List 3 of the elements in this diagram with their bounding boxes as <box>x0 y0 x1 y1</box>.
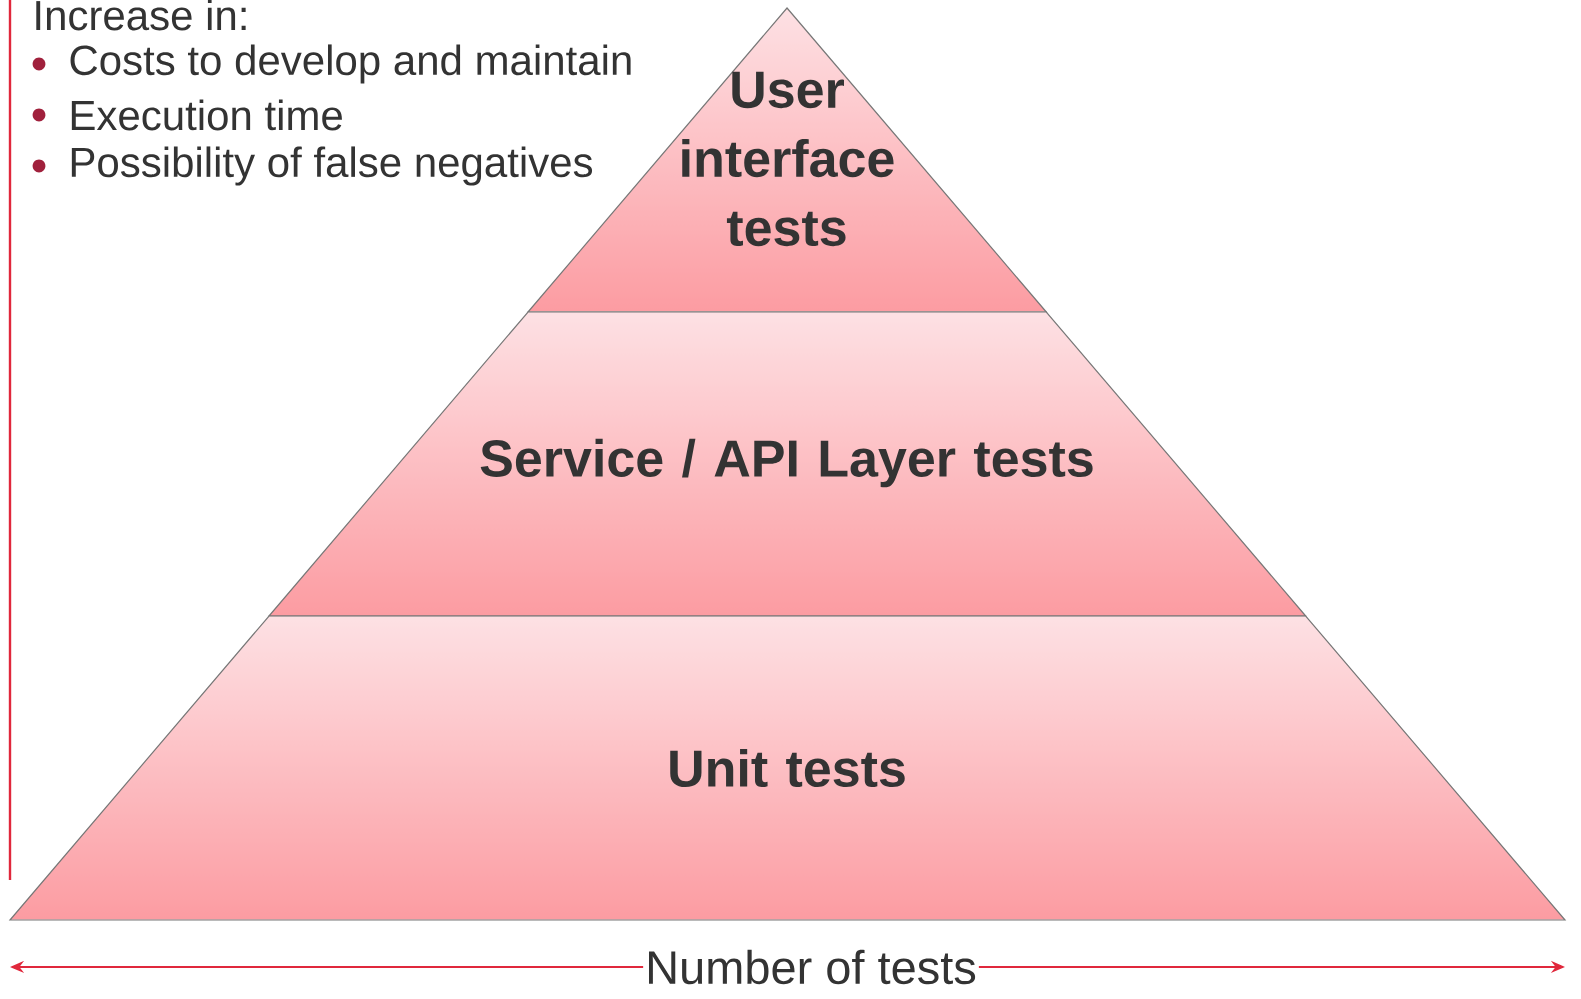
heading-text: Increase in: <box>36 0 246 31</box>
axis-label: Number of tests <box>643 949 979 985</box>
bullet-text: Execution time <box>71 99 342 131</box>
